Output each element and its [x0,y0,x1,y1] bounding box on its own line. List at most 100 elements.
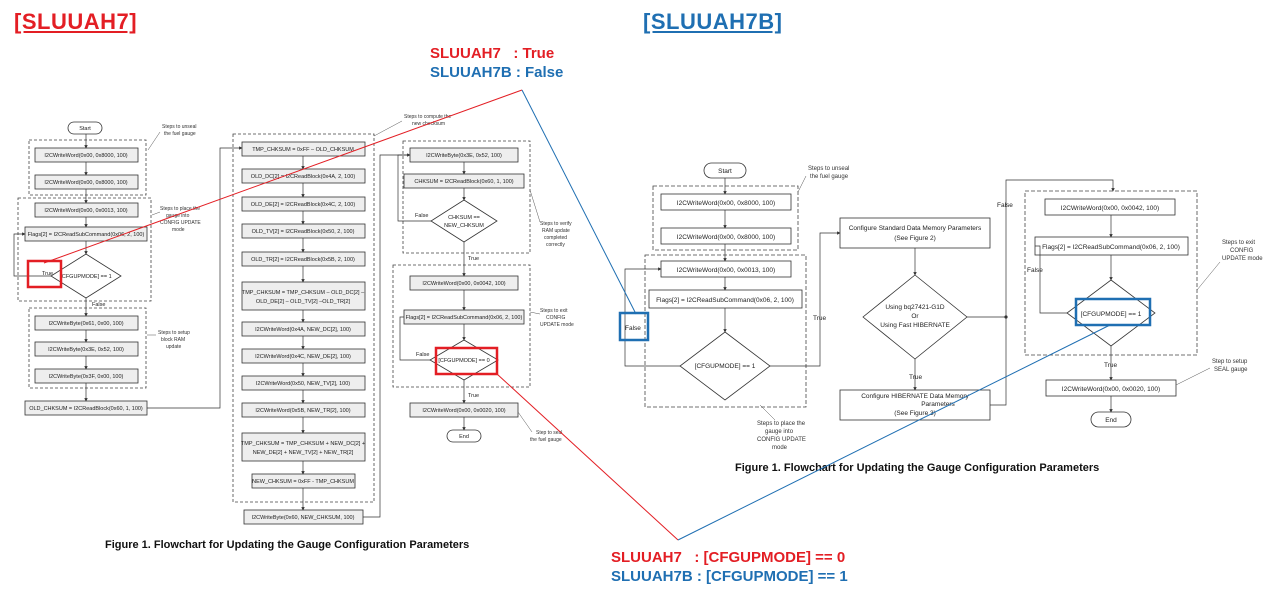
left-chk-step-8-label: I2CWriteWord(0x4C, NEW_DE[2], 100) [255,354,351,360]
right-configure-hibernate-label-a: Configure HIBERNATE Data Memory [861,393,969,400]
left-end-label: End [459,434,469,440]
right-note-cfg-a: Steps to place the [757,421,806,427]
left-note-seal-a: Step to seal [536,430,562,436]
caption-left: Figure 1. Flowchart for Updating the Gau… [105,539,470,551]
left-chk-step-9-label: I2CWriteWord(0x50, NEW_TV[2], 100) [256,381,350,387]
left-note-cfg-c: CONFIG UPDATE [160,220,201,226]
left-note-exit-b: CONFIG [546,315,566,321]
left-chk-step-3-label: OLD_DE[2] = I2CReadBlock(0x4C, 2, 100) [251,202,356,208]
right-hibernate-decision-label-a: Using bq27421-G1D [885,304,945,311]
right-false-label-3: False [1027,267,1043,274]
left-cfgupmode-highlight [434,346,499,376]
left-note-verify-b: RAM update [542,228,570,234]
right-configure-standard-box [839,217,991,249]
left-chk-step-6-label-b: OLD_DE[2] – OLD_TV[2] –OLD_TR[2] [256,299,351,305]
left-cfg-flags-label: Flags[2] = I2CReadSubCommand(0x06, 2, 10… [28,232,145,238]
left-false-label-2: False [415,213,428,219]
left-start-terminal [67,121,103,135]
left-note-cfg-d: mode [172,227,185,233]
right-note-exit-a: Steps to exit [1222,240,1255,246]
left-note-blockram-c: update [166,344,182,350]
right-note-cfg-d: mode [772,445,788,451]
right-exit-flags-label: Flags[2] = I2CReadSubCommand(0x06, 2, 10… [1042,244,1180,251]
left-note-compute-a: Steps to compute the [404,114,451,120]
group-config-update-box [17,197,152,302]
group-checksum-box [232,133,375,503]
left-write-newchk-label: I2CWriteByte(0x60, NEW_CHKSUM, 100) [252,515,355,521]
right-configure-hibernate-box [839,389,991,421]
annotation-top-sluuah7b: SLUUAH7B : False [430,64,564,81]
right-cfgupmode-decision-1-label: [CFGUPMODE] == 1 [695,363,756,370]
left-note-unseal-a: Steps to unseal [162,124,196,130]
left-note-blockram-a: Steps to setup [158,330,190,336]
group-exit-box [392,264,531,388]
left-old-chksum-label: OLD_CHKSUM = I2CReadBlock(0x60, 1, 100) [29,406,143,412]
left-chksum-decision-label-a: CHKSUM == [448,215,480,221]
left-chksum-decision-label-b: NEW_CHKSUM [444,223,484,229]
left-false-label-3: False [416,352,429,358]
left-note-cfg-b: gauge into [166,213,190,219]
left-note-cfg-a: Steps to place the [160,206,200,212]
left-true-label-2: True [468,256,479,262]
right-true-label-1: True [813,315,827,322]
left-unseal-step-1-label: I2CWriteWord(0x00, 0x8000, 100) [44,153,127,159]
left-note-unseal-b: the fuel gauge [164,131,196,137]
left-chksum-decision [430,199,498,243]
right-false-label-1: False [625,325,641,332]
left-chk-step-1 [241,141,366,157]
left-seal-step-label: I2CWriteWord(0x00, 0x0020, 100) [422,408,505,414]
right-configure-standard-label-a: Configure Standard Data Memory Parameter… [849,225,982,232]
right-unseal-step-1-label: I2CWriteWord(0x00, 0x8000, 100) [677,200,775,207]
group-unseal-box [28,139,147,196]
left-start-label: Start [79,126,91,132]
right-cfg-step-1-label: I2CWriteWord(0x00, 0x0013, 100) [677,267,775,274]
right-hibernate-decision-label-b: Or [911,313,919,320]
left-true-highlight [26,259,63,289]
left-verify-step-2-label: CHKSUM = I2CReadBlock(0x60, 1, 100) [414,179,513,185]
left-true-label-1: True [42,271,53,277]
right-seal-step-label: I2CWriteWord(0x00, 0x0020, 100) [1062,386,1160,393]
left-chk-step-11-label-b: NEW_DE[2] + NEW_TV[2] + NEW_TR[2] [253,450,354,456]
header-sluuah7: [SLUUAH7] [14,9,138,34]
left-false-label-1: False [92,302,105,308]
left-chk-step-5-label: OLD_TR[2] = I2CReadBlock(0x5B, 2, 100) [251,257,355,263]
annotation-bottom-sluuah7b: SLUUAH7B : [CFGUPMODE] == 1 [611,568,848,585]
left-note-exit-a: Steps to exit [540,308,568,314]
right-cfg-flags-label: Flags[2] = I2CReadSubCommand(0x06, 2, 10… [656,297,794,304]
left-chk-step-11-label-a: TMP_CHKSUM = TMP_CHKSUM + NEW_DC[2] + [241,441,365,447]
group-verify-box [402,140,531,254]
left-unseal-step-2-label: I2CWriteWord(0x00, 0x8000, 100) [44,180,127,186]
left-note-verify-c: completed [544,235,567,241]
header-sluuah7b: [SLUUAH7B] [643,9,783,34]
right-note-exit-c: UPDATE mode [1222,256,1263,262]
left-chk-step-7-label: I2CWriteWord(0x4A, NEW_DC[2], 100) [255,327,351,333]
right-unseal-step-2-label: I2CWriteWord(0x00, 0x8000, 100) [677,234,775,241]
right-note-cfg-b: gauge into [765,429,794,435]
left-chk-step-6 [241,281,366,311]
left-note-verify-d: correctly [546,242,565,248]
right-configure-hibernate-label-b: Parameters [921,401,955,408]
right-exit-step-1 [1044,198,1176,216]
left-true-label-3: True [468,393,479,399]
left-chk-step-6-label-a: TMP_CHKSUM = TMP_CHKSUM – OLD_DC[2] – [242,290,365,296]
right-start-label: Start [718,168,732,175]
left-chk-step-1-label: TMP_CHKSUM = 0xFF – OLD_CHKSUM [252,147,354,153]
right-group-unseal-box [652,185,799,251]
right-exit-step-1-label: I2CWriteWord(0x00, 0x0042, 100) [1061,205,1159,212]
blue-line-top [521,89,637,315]
left-blockram-step-1-label: I2CWriteByte(0x61, 0x00, 100) [48,321,123,327]
left-chk-step-4-label: OLD_TV[2] = I2CReadBlock(0x50, 2, 100) [252,229,355,235]
right-group-config-box [644,254,807,408]
red-line-bottom [496,373,679,541]
right-note-seal-b: SEAL gauge [1214,367,1248,373]
right-cfgupmode-decision-1 [679,331,771,401]
red-line-top [43,89,523,264]
right-note-exit-b: CONFIG [1230,248,1254,254]
right-end-label: End [1105,417,1117,424]
left-cfgupmode-decision-1-label: [CFGUPMODE] == 1 [60,274,111,280]
left-blockram-step-2-label: I2CWriteByte(0x3E, 0x52, 100) [48,347,124,353]
right-configure-standard-label-b: (See Figure 2) [894,235,936,242]
annotation-top-sluuah7: SLUUAH7 : True [430,45,555,62]
left-cfgupmode-decision-2-label: [CFGUPMODE] == 0 [438,358,489,364]
